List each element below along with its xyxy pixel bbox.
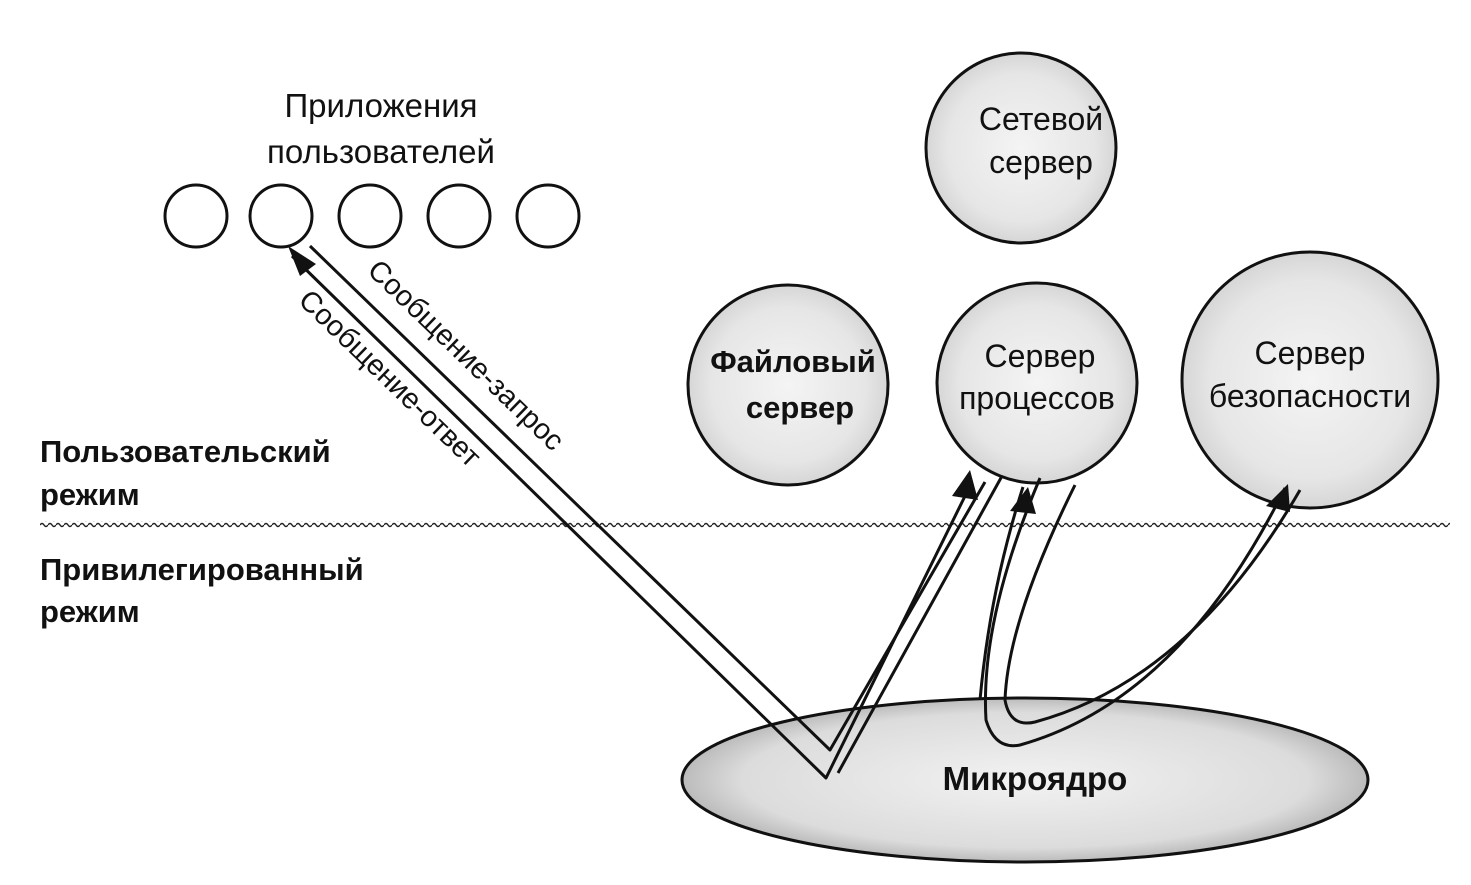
user-mode-label-line1: Пользовательский — [40, 434, 331, 469]
microkernel-ellipse — [680, 696, 1370, 864]
privileged-mode-label-line2: режим — [40, 594, 140, 629]
message-arrows — [290, 244, 1302, 780]
server-process-label-line2: процессов — [959, 380, 1115, 416]
message-pipe-loop-inner — [1003, 484, 1302, 725]
arrow-head-to-process — [952, 470, 978, 500]
mode-divider — [40, 521, 1450, 528]
user-mode-label-line2: режим — [40, 477, 140, 512]
message-pipe-app-outer — [290, 254, 970, 780]
server-file-circle — [686, 283, 890, 487]
arrow-head-to-security — [1266, 484, 1290, 512]
user-app-circle — [426, 183, 492, 249]
server-security: Сервер безопасности — [1180, 250, 1440, 510]
server-network-label-line1: Сетевой — [979, 101, 1103, 137]
message-pipe-loop-side — [978, 486, 1025, 701]
microkernel-label: Микроядро — [943, 760, 1128, 797]
privileged-mode-label-line1: Привилегированный — [40, 552, 364, 587]
server-security-label-line1: Сервер — [1255, 335, 1366, 371]
arrow-head-to-app — [288, 246, 316, 276]
user-app-circle — [337, 183, 403, 249]
server-network: Сетевой сервер — [924, 51, 1118, 245]
server-security-label-line2: безопасности — [1209, 378, 1411, 414]
server-file-label-line1: Файловый — [710, 344, 876, 379]
server-process-label-line1: Сервер — [985, 338, 1096, 374]
user-app-circle — [248, 183, 314, 249]
arrow-heads — [288, 246, 1290, 514]
message-pipe-process-outer — [836, 475, 1004, 774]
server-process: Сервер процессов — [935, 281, 1139, 485]
server-security-circle — [1180, 250, 1440, 510]
server-network-label-line2: сервер — [989, 144, 1093, 180]
microkernel: Микроядро — [680, 696, 1370, 864]
arrow-head-to-process-2 — [1010, 487, 1036, 514]
server-file-label-line2: сервер — [746, 390, 854, 425]
server-file: Файловый сервер — [686, 283, 890, 487]
server-network-circle — [924, 51, 1118, 245]
user-apps-title-line1: Приложения — [284, 87, 477, 124]
user-app-circle — [163, 183, 229, 249]
user-app-circles — [163, 183, 581, 249]
user-apps-title-line2: пользователей — [267, 133, 495, 170]
user-app-circle — [515, 183, 581, 249]
message-pipe-app-inner — [308, 244, 987, 752]
